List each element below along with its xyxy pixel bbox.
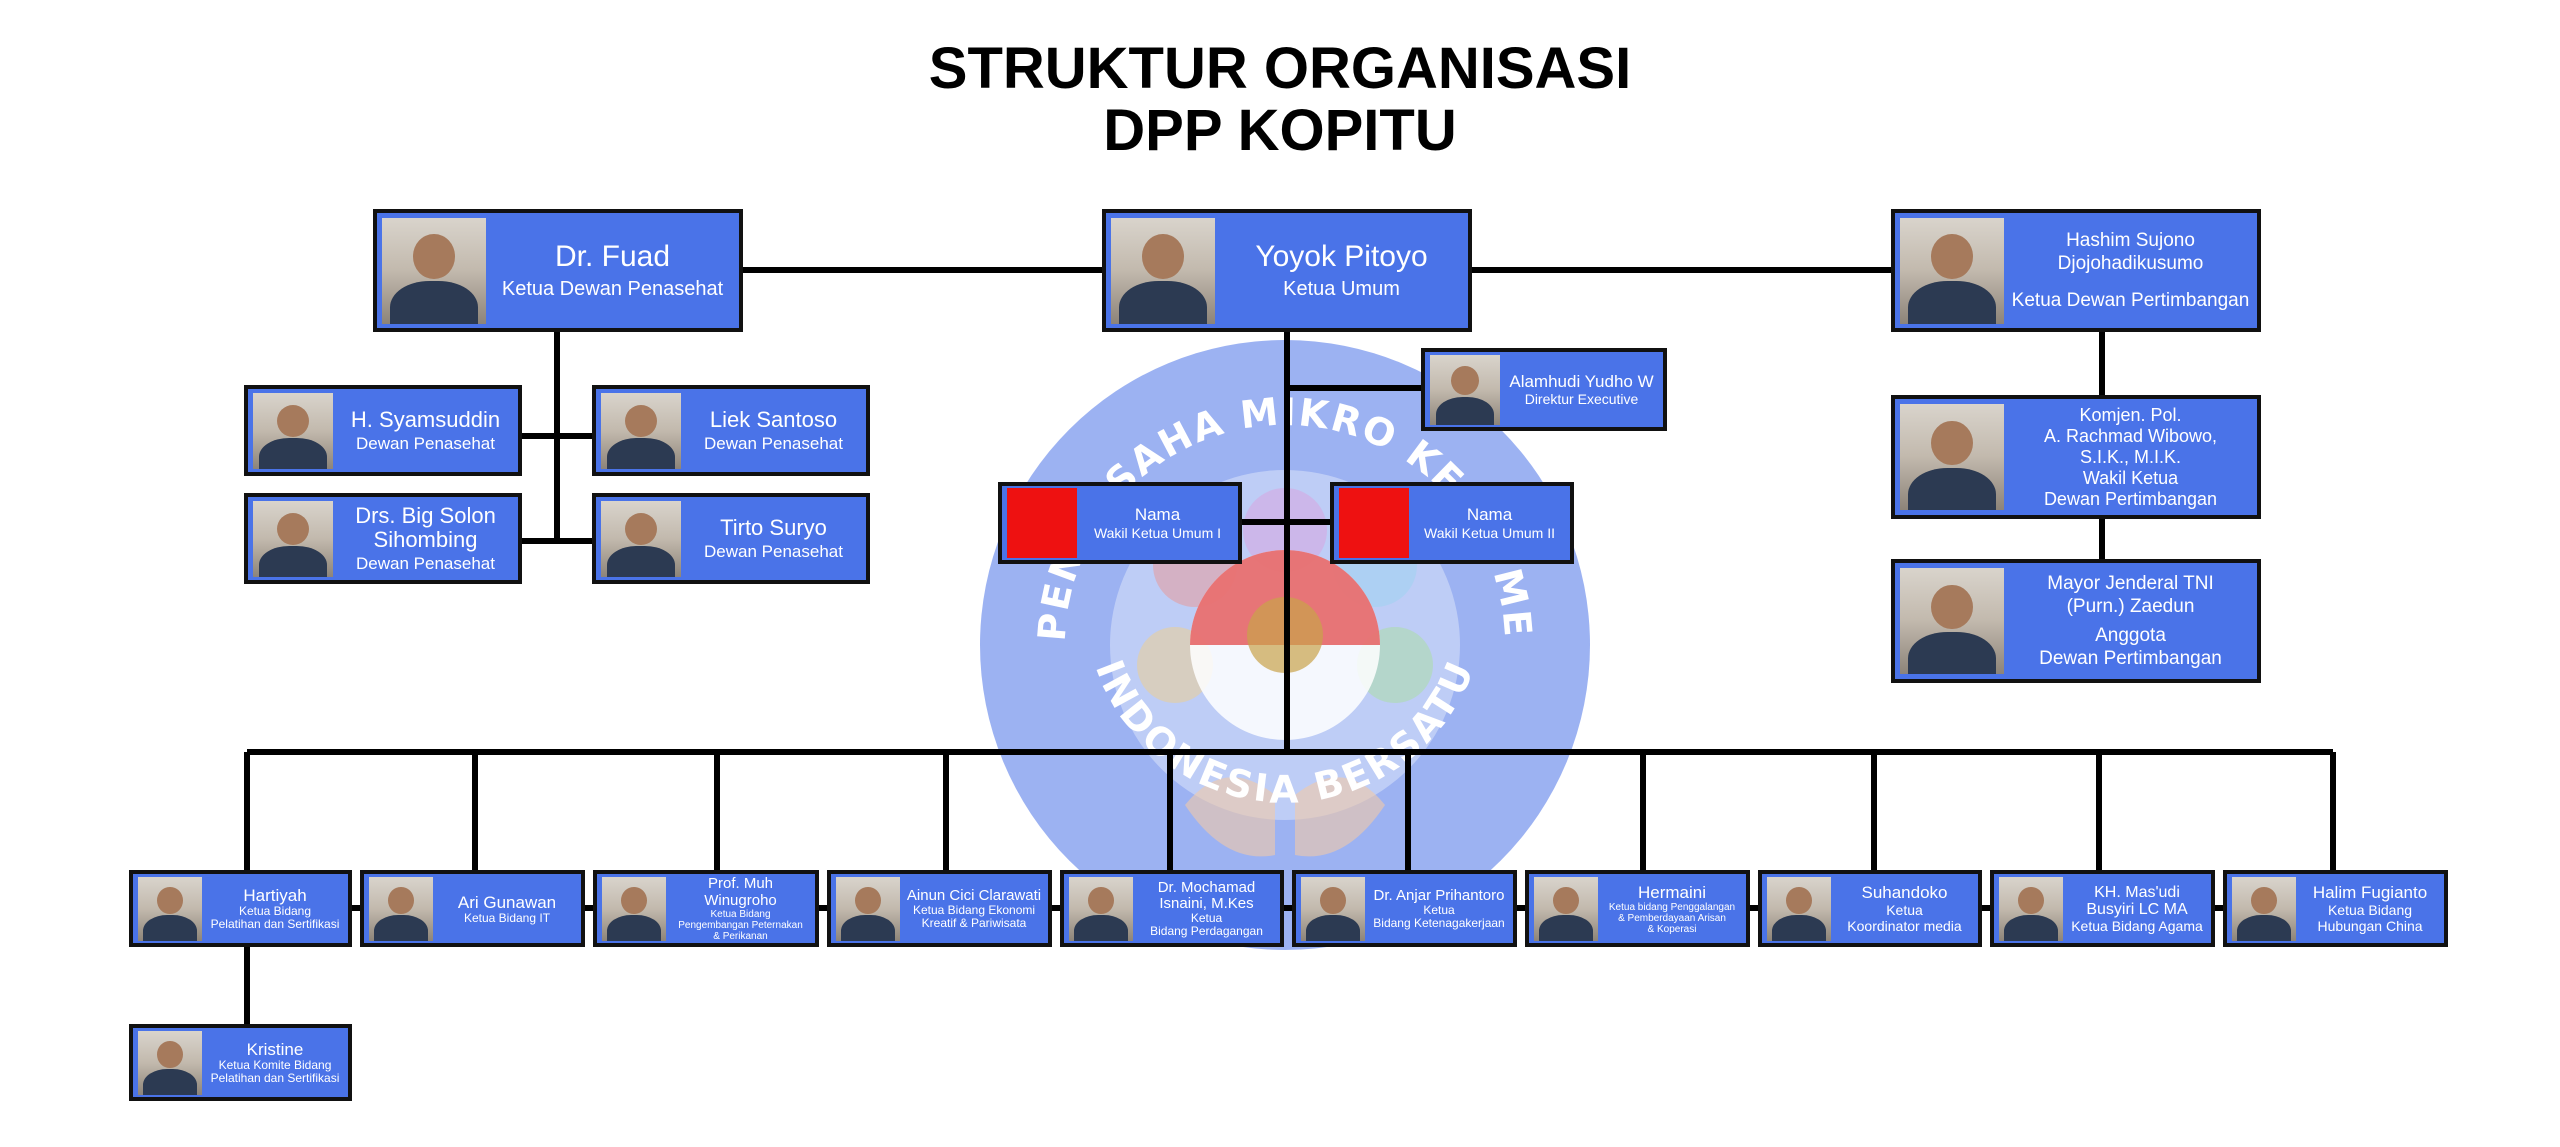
- portrait-photo: [1430, 354, 1500, 425]
- person-role: Ketua Dewan Pertimbangan: [2011, 290, 2250, 311]
- person-role: Ketua Bidang Perdagangan: [1150, 910, 1263, 938]
- box-dewan-penasehat: Drs. Big Solon Sihombing Dewan Penasehat: [244, 493, 522, 584]
- person-role: Wakil Ketua Umum II: [1424, 524, 1555, 541]
- person-role: Direktur Executive: [1524, 390, 1639, 407]
- person-name: KH. Mas'udi Busyiri LC MA: [2086, 883, 2188, 918]
- portrait-photo: [253, 500, 333, 577]
- box-dewan-penasehat: Tirto Suryo Dewan Penasehat: [592, 493, 870, 584]
- box-wakil-ketua-umum-1: Nama Wakil Ketua Umum I: [998, 482, 1242, 564]
- box-ketua-dewan-pertimbangan: Hashim Sujono Djojohadikusumo Ketua Dewa…: [1891, 209, 2261, 332]
- person-role: Wakil Ketua Dewan Pertimbangan: [2043, 467, 2218, 509]
- person-name: Hartiyah: [243, 886, 307, 905]
- portrait-photo: [1767, 876, 1831, 941]
- person-name: Kristine: [246, 1040, 304, 1059]
- person-name: Ari Gunawan: [457, 892, 557, 912]
- person-name: Hashim Sujono Djojohadikusumo: [2057, 230, 2204, 274]
- person-name: Dr. Fuad: [554, 240, 671, 273]
- person-role: Ketua Bidang Ekonomi Kreatif & Pariwisat…: [912, 903, 1036, 930]
- box-ketua-umum: Yoyok Pitoyo Ketua Umum: [1102, 209, 1472, 332]
- portrait-photo: [1900, 568, 2004, 674]
- hand-icon: [1295, 777, 1385, 857]
- person-role: Dewan Penasehat: [704, 433, 843, 453]
- person-role: Ketua Bidang Ketenagakerjaan: [1373, 903, 1505, 930]
- portrait-photo: [1999, 876, 2063, 941]
- portrait-photo: [138, 1030, 202, 1095]
- portrait-photo: [1900, 217, 2004, 324]
- portrait-photo: [1069, 876, 1133, 941]
- box-wakil-ketua-dewan-pertimbangan: Komjen. Pol. A. Rachmad Wibowo, S.I.K., …: [1891, 395, 2261, 519]
- hand-icon: [1185, 777, 1275, 857]
- portrait-photo: [601, 500, 681, 577]
- box-wakil-ketua-umum-2: Nama Wakil Ketua Umum II: [1330, 482, 1574, 564]
- person-name: Tirto Suryo: [720, 514, 827, 540]
- portrait-photo: [1111, 217, 1215, 324]
- person-name: Ainun Cici Clarawati: [906, 887, 1042, 904]
- person-role: Dewan Penasehat: [356, 433, 495, 453]
- portrait-photo: [1900, 404, 2004, 510]
- person-name: Alamhudi Yudho W: [1509, 371, 1654, 391]
- portrait-photo: [253, 392, 333, 469]
- title-line-2: DPP KOPITU: [1103, 98, 1457, 163]
- person-name: Dr. Mochamad Isnaini, M.Kes: [1157, 878, 1256, 912]
- person-role: Ketua Dewan Penasehat: [501, 278, 724, 300]
- person-name: H. Syamsuddin: [350, 406, 501, 432]
- person-name: Mayor Jenderal TNI (Purn.) Zaedun: [2047, 573, 2214, 617]
- person-name: Yoyok Pitoyo: [1255, 240, 1428, 273]
- person-role: Ketua Komite Bidang Pelatihan dan Sertif…: [210, 1058, 340, 1085]
- person-name: Hermaini: [1637, 882, 1707, 902]
- person-role: Ketua Umum: [1283, 278, 1400, 300]
- person-name: Nama: [1466, 504, 1513, 524]
- box-direktur-executive: Alamhudi Yudho W Direktur Executive: [1421, 348, 1667, 431]
- person-name: Drs. Big Solon Sihombing: [355, 502, 496, 552]
- portrait-photo: [601, 392, 681, 469]
- person-name: Komjen. Pol. A. Rachmad Wibowo, S.I.K., …: [2043, 404, 2218, 467]
- portrait-photo: [369, 876, 433, 941]
- person-role: Ketua bidang Penggalangan & Pemberdayaan…: [1608, 901, 1736, 935]
- portrait-photo: [602, 876, 666, 941]
- placeholder-photo: [1007, 488, 1077, 558]
- person-name: Nama: [1134, 504, 1181, 524]
- person-name: Dr. Anjar Prihantoro: [1373, 887, 1505, 904]
- chart-title: STRUKTUR ORGANISASI DPP KOPITU: [0, 38, 2560, 162]
- person-role: Ketua Bidang Hubungan China: [2317, 902, 2423, 934]
- portrait-photo: [836, 876, 900, 941]
- person-role: Ketua Koordinator media: [1847, 902, 1962, 934]
- box-ketua-dewan-penasehat: Dr. Fuad Ketua Dewan Penasehat: [373, 209, 743, 332]
- placeholder-photo: [1339, 488, 1409, 558]
- person-name: Suhandoko: [1861, 883, 1948, 902]
- box-dewan-penasehat: H. Syamsuddin Dewan Penasehat: [244, 385, 522, 476]
- person-role: Anggota Dewan Pertimbangan: [2039, 625, 2222, 669]
- person-role: Dewan Penasehat: [356, 553, 495, 573]
- person-role: Ketua Bidang Pengembangan Peternakan & P…: [678, 909, 803, 942]
- person-name: Halim Fugianto: [2312, 883, 2428, 902]
- portrait-photo: [138, 876, 202, 941]
- portrait-photo: [1301, 876, 1365, 941]
- portrait-photo: [1534, 876, 1598, 941]
- person-role: Ketua Bidang Agama: [2071, 917, 2203, 934]
- person-name: Liek Santoso: [709, 406, 838, 432]
- box-anggota-dewan-pertimbangan: Mayor Jenderal TNI (Purn.) Zaedun Anggot…: [1891, 559, 2261, 683]
- person-role: Ketua Bidang IT: [463, 910, 551, 925]
- portrait-photo: [2232, 876, 2296, 941]
- person-role: Ketua Bidang Pelatihan dan Sertifikasi: [210, 904, 340, 931]
- person-role: Wakil Ketua Umum I: [1093, 524, 1222, 541]
- title-line-1: STRUKTUR ORGANISASI: [928, 36, 1632, 101]
- person-role: Dewan Penasehat: [704, 541, 843, 561]
- portrait-photo: [382, 217, 486, 324]
- person-name: Prof. Muh Winugroho: [704, 875, 777, 909]
- box-dewan-penasehat: Liek Santoso Dewan Penasehat: [592, 385, 870, 476]
